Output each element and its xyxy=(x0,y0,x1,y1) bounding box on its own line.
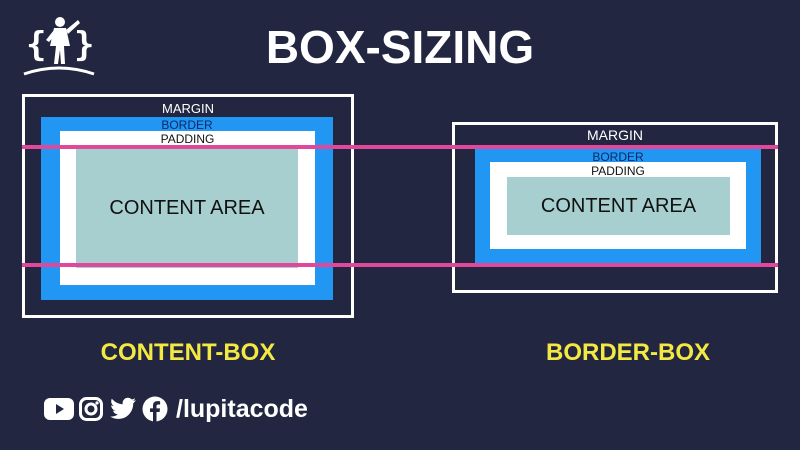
social-links: /lupitacode xyxy=(44,393,308,425)
content-box-border-label: BORDER xyxy=(161,118,213,132)
top-guide-line xyxy=(22,145,778,149)
twitter-icon[interactable] xyxy=(108,396,138,422)
border-box-margin xyxy=(452,122,778,293)
border-box-content-label: CONTENT AREA xyxy=(540,194,697,217)
svg-text:}: } xyxy=(74,25,94,65)
social-handle[interactable]: /lupitacode xyxy=(176,394,308,423)
facebook-icon[interactable] xyxy=(140,396,170,422)
lupitacode-logo: { } xyxy=(18,12,100,78)
bottom-guide-line xyxy=(22,263,778,267)
content-box-padding-label: PADDING xyxy=(160,132,215,146)
page-title: BOX-SIZING xyxy=(265,21,535,73)
svg-text:{: { xyxy=(26,25,46,65)
logo-icon: { } xyxy=(23,17,95,76)
border-box-border-label: BORDER xyxy=(592,150,644,164)
content-box-margin-label: MARGIN xyxy=(162,101,214,116)
content-box-margin xyxy=(22,94,354,318)
content-box-caption: CONTENT-BOX xyxy=(100,339,276,366)
border-box-caption: BORDER-BOX xyxy=(545,339,710,366)
content-box-content-label: CONTENT AREA xyxy=(109,197,265,219)
border-box-margin-label: MARGIN xyxy=(587,127,643,143)
border-box-content-area: CONTENT AREA xyxy=(507,177,730,235)
youtube-icon[interactable] xyxy=(44,396,74,422)
border-box-padding-label: PADDING xyxy=(591,164,645,178)
instagram-icon[interactable] xyxy=(76,396,106,422)
content-box-content-area: CONTENT AREA xyxy=(76,149,298,268)
